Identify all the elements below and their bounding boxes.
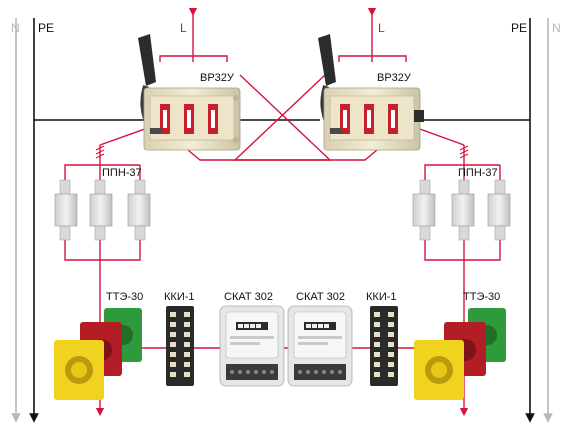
terminal-label-left: ККИ-1 [164,291,195,303]
fuse-set-left [54,179,151,241]
terminal-block-left [166,306,194,386]
phase-label-right: L [378,21,385,35]
switch-disconnector-right [318,34,424,151]
switch-label-right: ВР32У [377,72,412,84]
terminal-block-right [370,306,398,386]
pe-label-right: PE [511,21,527,35]
switch-disconnector-left [138,34,241,151]
fuse-label-left: ППН-37 [102,167,142,179]
pe-label-left: PE [38,21,54,35]
electricity-meter-left [219,305,285,387]
ct-label-left: ТТЭ-30 [106,291,143,303]
neutral-label-left: N [11,21,20,35]
current-transformers-left [54,308,142,400]
fuse-label-right: ППН-37 [458,167,498,179]
phase-label-left: L [180,21,187,35]
electricity-meter-right [287,305,353,387]
terminal-label-right: ККИ-1 [366,291,397,303]
meter-label-right: СКАТ 302 [296,291,345,303]
neutral-label-right: N [552,21,561,35]
switch-label-left: ВР32У [200,72,235,84]
fuse-set-right [412,179,511,241]
ct-label-right: ТТЭ-30 [463,291,500,303]
current-transformers-right [414,308,506,400]
cable-hash-marks [95,145,469,159]
meter-label-left: СКАТ 302 [224,291,273,303]
